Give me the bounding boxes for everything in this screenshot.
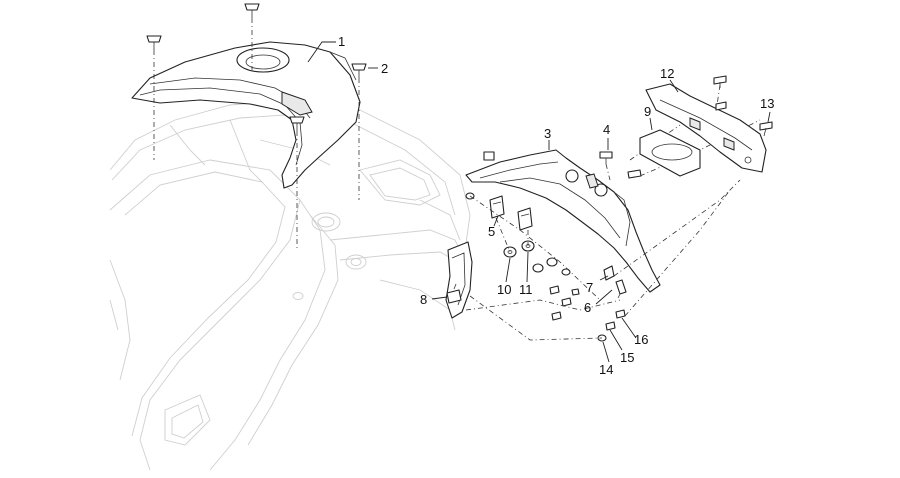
part-12-plate bbox=[645, 83, 767, 173]
callout-labels: 1 2 3 4 5 6 7 8 9 10 11 12 13 14 15 16 bbox=[338, 34, 774, 377]
callout-11: 11 bbox=[519, 282, 533, 297]
screws-12-13 bbox=[713, 75, 773, 137]
part-9-pad bbox=[639, 129, 701, 177]
screw-top-center bbox=[244, 3, 260, 18]
callout-5: 5 bbox=[488, 224, 495, 239]
part-clip-b bbox=[517, 207, 533, 231]
callout-2: 2 bbox=[381, 61, 388, 76]
left-bracket bbox=[445, 241, 473, 319]
callout-12: 12 bbox=[660, 66, 674, 81]
callout-8: 8 bbox=[420, 292, 427, 307]
callout-15: 15 bbox=[620, 350, 634, 365]
screw-top-left bbox=[146, 35, 162, 50]
callout-7: 7 bbox=[586, 280, 593, 295]
part-4-screw bbox=[599, 151, 613, 164]
part-5-clip bbox=[489, 195, 505, 219]
leader-lines bbox=[307, 41, 771, 363]
callout-6: 6 bbox=[584, 300, 591, 315]
callout-13: 13 bbox=[760, 96, 774, 111]
callout-3: 3 bbox=[544, 126, 551, 141]
part-3-mudguard bbox=[465, 149, 661, 293]
part-8-connector bbox=[446, 283, 462, 304]
screw-lower-cover bbox=[289, 116, 305, 131]
callout-14: 14 bbox=[599, 362, 613, 377]
screw-near-9 bbox=[627, 169, 642, 179]
part-1-rear-cover bbox=[131, 41, 361, 189]
callout-1: 1 bbox=[338, 34, 345, 49]
screw-part-2 bbox=[351, 63, 367, 78]
callout-10: 10 bbox=[497, 282, 511, 297]
callout-9: 9 bbox=[644, 104, 651, 119]
fasteners-14-16 bbox=[597, 309, 626, 342]
washers bbox=[503, 240, 571, 276]
callout-16: 16 bbox=[634, 332, 648, 347]
callout-4: 4 bbox=[603, 122, 610, 137]
background-frame bbox=[109, 99, 471, 471]
assembly-lines-left bbox=[153, 18, 360, 250]
